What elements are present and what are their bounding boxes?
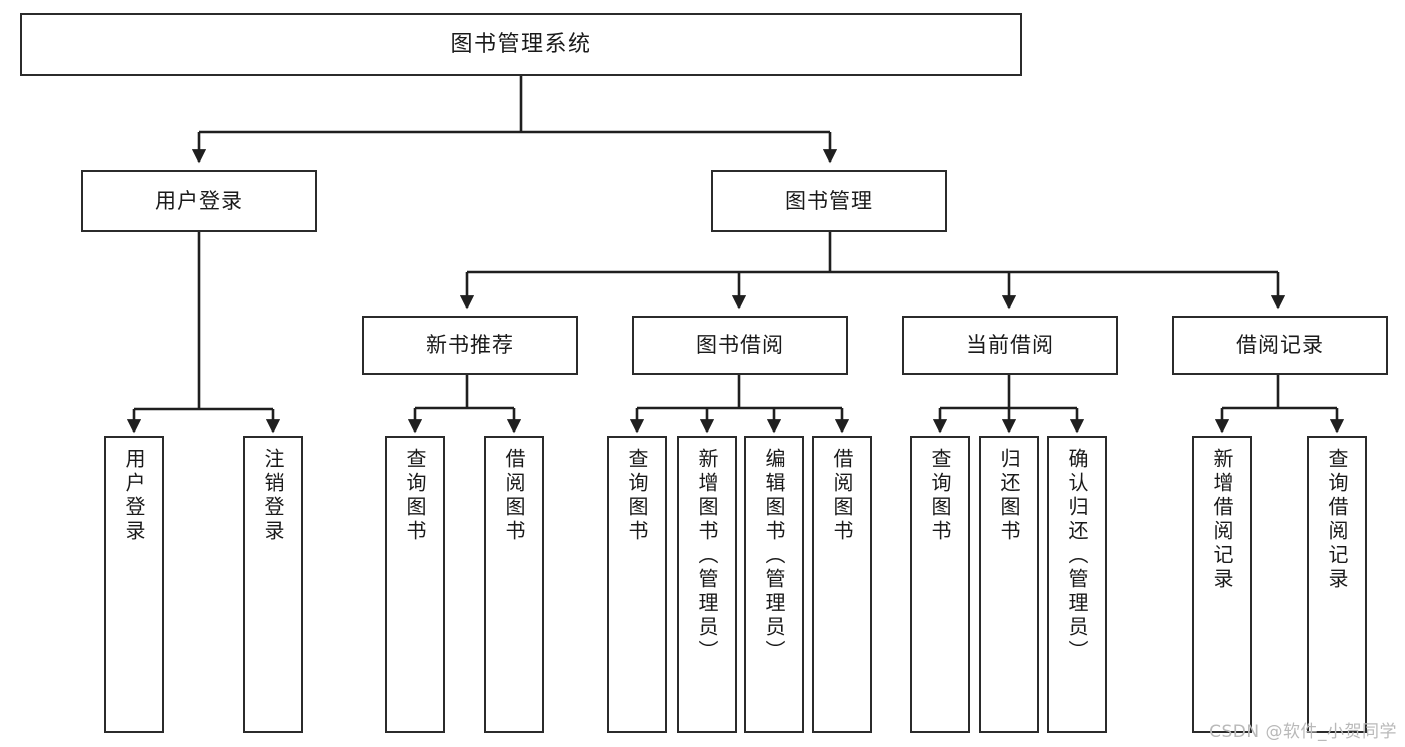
leaf-logout-login-label: 注销登录 (261, 448, 285, 544)
node-current-borrow-label: 当前借阅 (966, 333, 1054, 358)
leaf-borrow-book-1-label: 借阅图书 (502, 448, 526, 544)
leaf-user-login-label: 用户登录 (122, 448, 146, 544)
node-user-login[interactable]: 用户登录 (81, 170, 317, 232)
leaf-query-book-1[interactable]: 查询图书 (385, 436, 445, 733)
leaf-user-login[interactable]: 用户登录 (104, 436, 164, 733)
leaf-add-record-label: 新增借阅记录 (1210, 448, 1234, 592)
node-current-borrow[interactable]: 当前借阅 (902, 316, 1118, 375)
leaf-borrow-book-2-label: 借阅图书 (830, 448, 854, 544)
node-root-system-label: 图书管理系统 (450, 31, 592, 57)
node-book-manage[interactable]: 图书管理 (711, 170, 947, 232)
leaf-return-book-label: 归还图书 (997, 448, 1021, 544)
node-new-book-recommend[interactable]: 新书推荐 (362, 316, 578, 375)
leaf-add-book-label: 新增图书（管理员） (695, 448, 719, 664)
node-user-login-label: 用户登录 (155, 188, 243, 213)
leaf-borrow-book-2[interactable]: 借阅图书 (812, 436, 872, 733)
node-book-borrow[interactable]: 图书借阅 (632, 316, 848, 375)
node-new-book-recommend-label: 新书推荐 (426, 333, 514, 358)
leaf-logout-login[interactable]: 注销登录 (243, 436, 303, 733)
leaf-query-book-2[interactable]: 查询图书 (607, 436, 667, 733)
leaf-edit-book-label: 编辑图书（管理员） (762, 448, 786, 664)
leaf-add-record[interactable]: 新增借阅记录 (1192, 436, 1252, 733)
leaf-return-book[interactable]: 归还图书 (979, 436, 1039, 733)
leaf-add-book[interactable]: 新增图书（管理员） (677, 436, 737, 733)
leaf-query-book-1-label: 查询图书 (403, 448, 427, 544)
node-borrow-record-label: 借阅记录 (1236, 333, 1324, 358)
leaf-query-book-2-label: 查询图书 (625, 448, 649, 544)
node-root-system[interactable]: 图书管理系统 (20, 13, 1022, 76)
leaf-query-book-3[interactable]: 查询图书 (910, 436, 970, 733)
node-book-manage-label: 图书管理 (785, 188, 873, 213)
node-borrow-record[interactable]: 借阅记录 (1172, 316, 1388, 375)
leaf-borrow-book-1[interactable]: 借阅图书 (484, 436, 544, 733)
leaf-confirm-return-label: 确认归还（管理员） (1065, 448, 1089, 664)
leaf-confirm-return[interactable]: 确认归还（管理员） (1047, 436, 1107, 733)
leaf-edit-book[interactable]: 编辑图书（管理员） (744, 436, 804, 733)
leaf-query-record-label: 查询借阅记录 (1325, 448, 1349, 592)
node-book-borrow-label: 图书借阅 (696, 333, 784, 358)
leaf-query-record[interactable]: 查询借阅记录 (1307, 436, 1367, 733)
leaf-query-book-3-label: 查询图书 (928, 448, 952, 544)
watermark-text: CSDN @软件_小贺同学 (1209, 722, 1397, 742)
